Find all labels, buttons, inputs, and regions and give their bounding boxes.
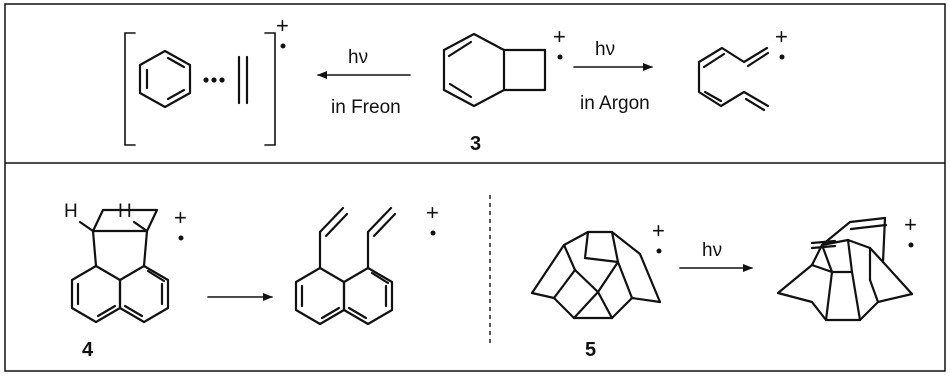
radical-cation-sign: +: [276, 13, 289, 38]
radical-cation-sign: +: [904, 212, 917, 237]
compound-label-4: 4: [82, 339, 94, 361]
scheme-frame: [4, 3, 946, 372]
condition-argon: in Argon: [580, 93, 650, 114]
radical-cation-sign: +: [775, 24, 788, 49]
divinylnaphthalene-structure: [294, 206, 397, 326]
compound-3-structure: [442, 32, 547, 108]
radical-cation-sign: +: [174, 205, 187, 230]
benzene-ethylene-complex: [124, 32, 276, 146]
compound-4-structure: [70, 208, 170, 324]
atom-label-H: H: [64, 201, 78, 222]
radical-cation-sign: +: [553, 24, 566, 49]
radical-cation-sign: +: [652, 218, 665, 243]
hv-label: hν: [702, 240, 722, 261]
condition-freon: in Freon: [331, 97, 401, 118]
hv-label: hν: [348, 47, 368, 68]
hv-label: hν: [595, 39, 615, 60]
octatetraene-structure: [697, 46, 770, 112]
compound-5-structure: [530, 230, 662, 320]
ring-opened-cage-product: [776, 216, 914, 322]
benzene-ring: [138, 49, 192, 109]
compound-label-5: 5: [585, 339, 596, 361]
radical-cation-sign: +: [426, 200, 439, 225]
compound-label-3: 3: [470, 133, 481, 155]
atom-label-H: H: [118, 201, 132, 222]
